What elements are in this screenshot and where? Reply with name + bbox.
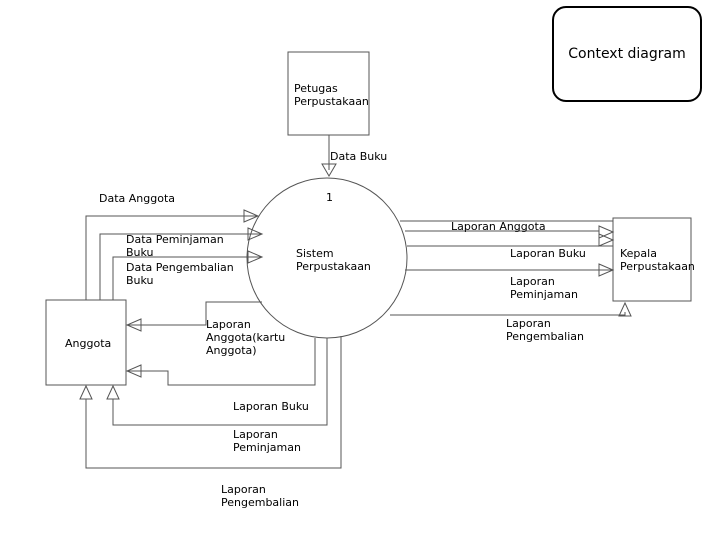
flow-label-data-pengembalian: Data Pengembalian Buku bbox=[126, 261, 234, 287]
flow-label-data-buku: Data Buku bbox=[330, 150, 388, 163]
flow-anggota-buku-line bbox=[127, 338, 316, 386]
flow-data-pengembalian-arrow bbox=[247, 250, 264, 264]
flow-kepala-pengembalian-arrow bbox=[618, 301, 632, 317]
flow-data-pengembalian-line bbox=[112, 256, 262, 300]
entity-anggota-label: Anggota bbox=[65, 337, 112, 350]
flow-anggota-buku-arrow bbox=[125, 364, 142, 378]
flow-anggota-peminjaman-arrow bbox=[106, 384, 120, 400]
flow-data-peminjaman-line bbox=[99, 233, 262, 300]
process-name: Sistem Perpustakaan bbox=[296, 247, 371, 273]
flow-anggota-peminjaman-line bbox=[112, 338, 328, 426]
flow-label-anggota-laporan-pengembalian: Laporan Pengembalian bbox=[221, 483, 299, 509]
flow-label-data-anggota: Data Anggota bbox=[99, 192, 176, 205]
flow-anggota-kartu-line bbox=[127, 301, 262, 326]
flow-label-kepala-laporan-peminjaman: Laporan Peminjaman bbox=[510, 275, 578, 301]
flow-data-anggota-line bbox=[85, 215, 258, 300]
process-number: 1 bbox=[326, 191, 333, 204]
flow-data-anggota-arrow bbox=[243, 209, 260, 223]
flow-anggota-kartu-arrow bbox=[125, 318, 142, 332]
flow-label-anggota-laporan-peminjaman: Laporan Peminjaman bbox=[233, 428, 301, 454]
flow-kepala-anggota-arrow bbox=[598, 225, 615, 239]
flow-label-data-peminjaman: Data Peminjaman Buku bbox=[126, 233, 224, 259]
entity-kepala-label: Kepala Perpustakaan bbox=[620, 247, 695, 273]
entity-kepala-box bbox=[612, 217, 692, 302]
title-box: Context diagram bbox=[552, 6, 702, 102]
flow-kepala-peminjaman-arrow bbox=[598, 263, 615, 277]
flow-anggota-pengembalian-line bbox=[85, 336, 342, 469]
flow-kepala-pengembalian-line bbox=[390, 312, 626, 316]
flow-label-anggota-laporan-kartu: Laporan Anggota(kartu Anggota) bbox=[206, 318, 286, 357]
flow-label-kepala-laporan-anggota: Laporan Anggota bbox=[451, 220, 546, 233]
entity-petugas-label: Petugas Perpustakaan bbox=[294, 82, 369, 108]
flow-data-peminjaman-arrow bbox=[247, 227, 264, 241]
flow-label-kepala-laporan-pengembalian: Laporan Pengembalian bbox=[506, 317, 584, 343]
flow-data-buku-arrow bbox=[321, 163, 337, 177]
flow-anggota-pengembalian-arrow bbox=[79, 384, 93, 400]
flow-label-kepala-laporan-buku: Laporan Buku bbox=[510, 247, 586, 260]
flow-label-anggota-laporan-buku: Laporan Buku bbox=[233, 400, 309, 413]
diagram-title: Context diagram bbox=[568, 46, 686, 62]
flow-kepala-buku-arrow bbox=[598, 233, 615, 247]
